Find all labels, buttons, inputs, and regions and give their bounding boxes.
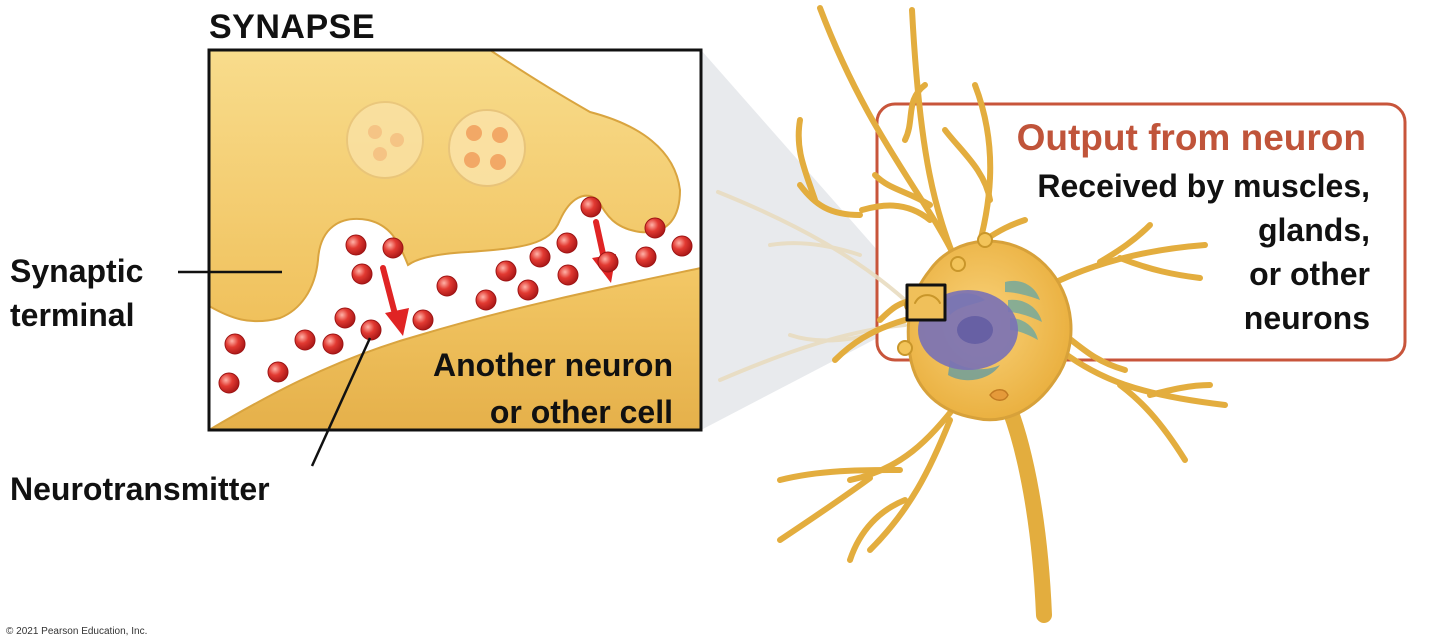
neuron (716, 5, 1228, 623)
neurotransmitter-molecule (644, 217, 666, 239)
neurotransmitter-molecule (294, 329, 316, 351)
neurotransmitter-molecule (557, 264, 579, 286)
neurotransmitter-molecule (671, 235, 693, 257)
release-arrow (380, 265, 409, 336)
neurotransmitter-label: Neurotransmitter (10, 471, 270, 507)
output-title: Output from neuron (1016, 117, 1366, 158)
another-neuron-label-line1: Another neuron (433, 347, 673, 383)
synapse-box-frame (207, 48, 703, 432)
neurotransmitter-molecule (495, 260, 517, 282)
output-line-1: Received by muscles, (1037, 168, 1370, 204)
neurotransmitter-molecule (360, 319, 382, 341)
neurotransmitter-molecule (597, 251, 619, 273)
neurotransmitter-molecule (224, 333, 246, 355)
neurotransmitter-molecule (517, 279, 539, 301)
neurotransmitter-molecule (267, 361, 289, 383)
neurotransmitter-leader (310, 337, 372, 467)
neurotransmitter-molecule (382, 237, 404, 259)
another-neuron-label: Another neuron or other cell (433, 342, 673, 436)
axon (1002, 402, 1052, 623)
neurotransmitter-molecule (580, 196, 602, 218)
synaptic-vesicle (346, 101, 424, 179)
mitochondrion (989, 389, 1009, 401)
neurotransmitter-molecule (556, 232, 578, 254)
synaptic-terminal (209, 50, 682, 323)
neurotransmitter-molecule (635, 246, 657, 268)
output-line-4: neurons (1243, 300, 1370, 336)
synaptic-vesicle (448, 109, 526, 187)
synapse-title: SYNAPSE (209, 8, 375, 46)
postsynaptic-cell (209, 266, 701, 430)
neurotransmitter-molecule (475, 289, 497, 311)
nucleolus (957, 316, 993, 344)
synaptic-terminal-label-line2: terminal (10, 297, 135, 333)
neurotransmitter-molecule (351, 263, 373, 285)
another-neuron-label-line2: or other cell (489, 394, 673, 430)
neurotransmitter-molecules (218, 196, 693, 394)
neurotransmitter-molecule (218, 372, 240, 394)
neurotransmitter-molecule (322, 333, 344, 355)
synapse-box (207, 48, 703, 432)
copyright-notice: © 2021 Pearson Education, Inc. (6, 626, 148, 637)
neurotransmitter-molecule (345, 234, 367, 256)
synaptic-terminal-label-line1: Synaptic (10, 253, 144, 289)
neurotransmitter-molecule (412, 309, 434, 331)
zoom-wedge (701, 50, 908, 430)
neurotransmitter-molecule (334, 307, 356, 329)
output-line-3: or other (1249, 256, 1370, 292)
neurotransmitter-molecule (436, 275, 458, 297)
neurotransmitter-molecule (529, 246, 551, 268)
output-description: Received by muscles, glands, or other ne… (1037, 164, 1370, 340)
synaptic-terminal-label: Synaptic terminal (10, 249, 143, 337)
output-line-2: glands, (1257, 212, 1370, 248)
